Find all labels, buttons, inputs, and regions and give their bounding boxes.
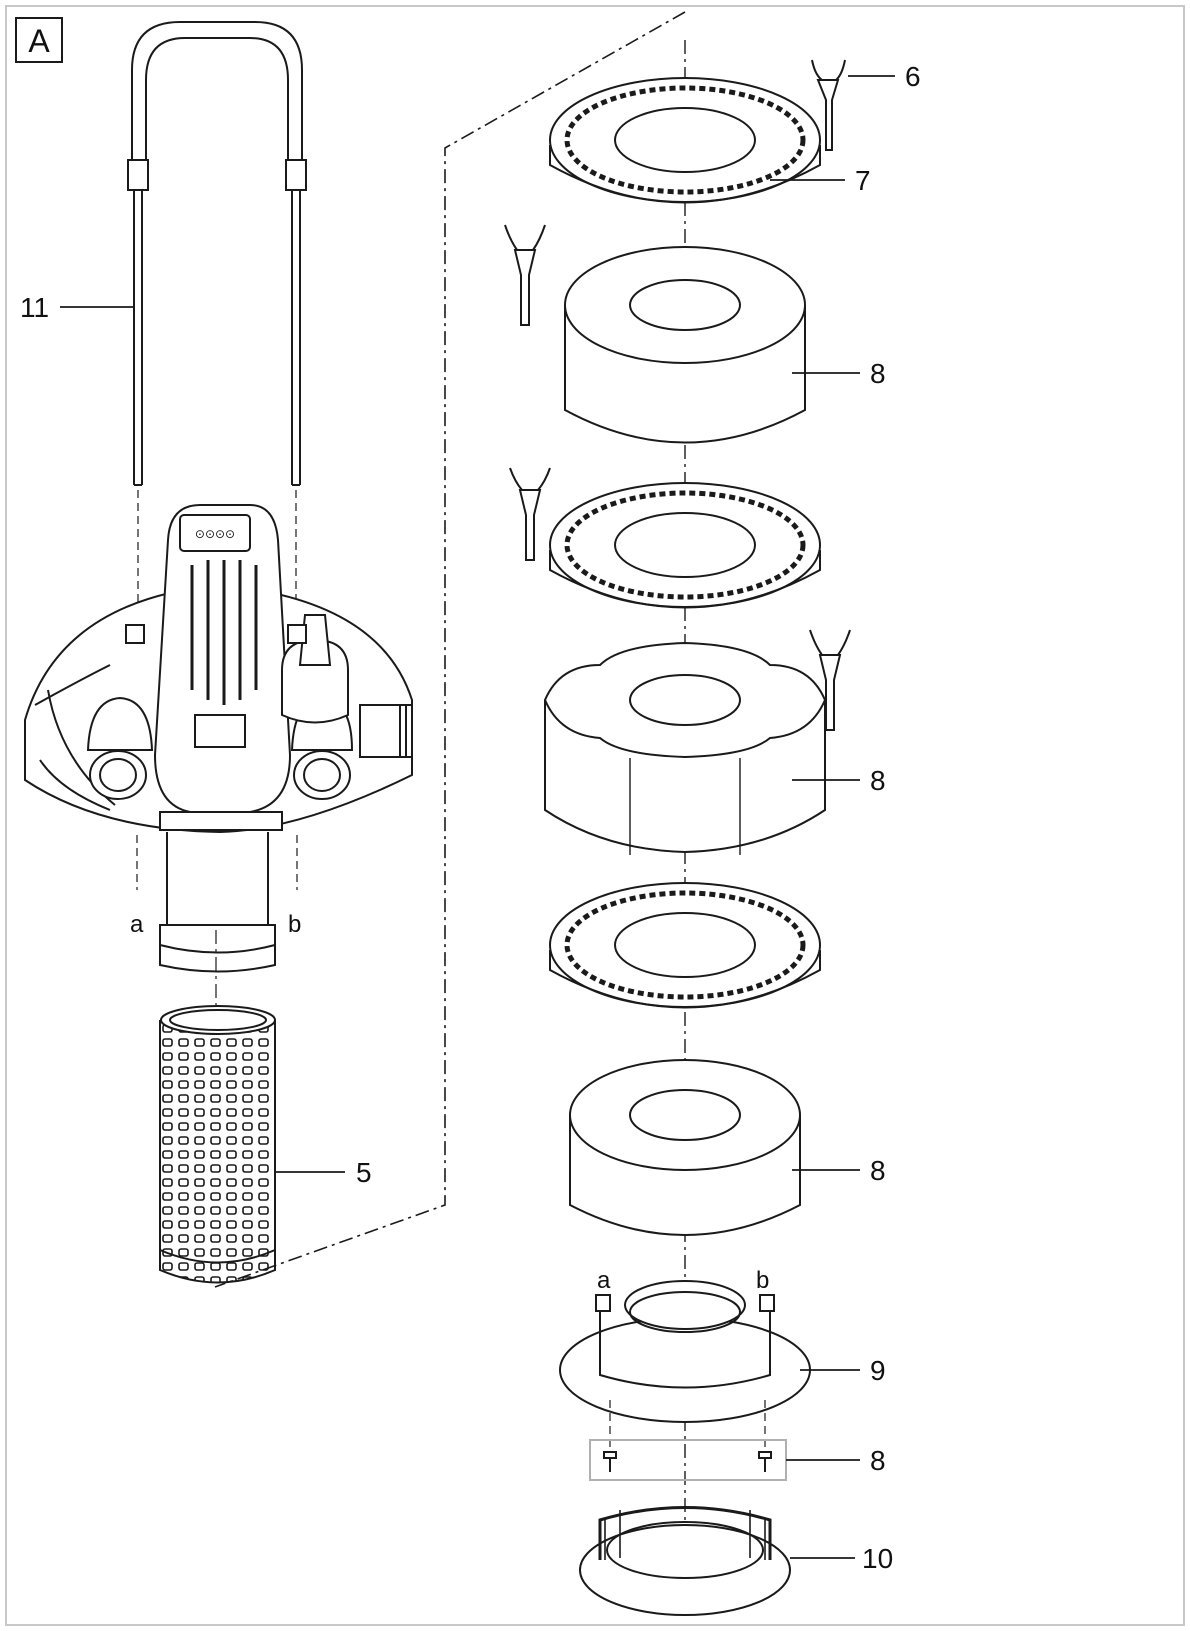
callout-6: 6 [905, 61, 921, 92]
grid-ring-lower [549, 882, 821, 1009]
callout-5: 5 [356, 1157, 372, 1188]
mark-b-left: b [288, 911, 301, 938]
grid-ring-middle [549, 482, 821, 609]
foam-block-lower [569, 1059, 801, 1236]
callout-11: 11 [20, 292, 49, 323]
panel-letter: A [28, 23, 50, 59]
callout-8-screws: 8 [870, 1445, 886, 1476]
callout-8-lower: 8 [870, 1155, 886, 1186]
panel-letter-box: A [15, 17, 63, 63]
callout-7: 7 [855, 165, 871, 196]
mark-b-right: b [756, 1267, 769, 1294]
pump-tube [159, 832, 276, 973]
screw-group-box [589, 1439, 787, 1481]
clip-6 [811, 59, 846, 151]
strainer-basket [159, 1005, 276, 1284]
mark-a-right: a [597, 1267, 611, 1294]
callout-8-middle: 8 [870, 765, 886, 796]
foam-block-middle [543, 641, 827, 855]
mark-a-left: a [130, 911, 144, 938]
grid-ring-top [549, 77, 821, 204]
clip-left-middle [509, 467, 551, 561]
clip-right-middle [809, 629, 851, 731]
base-plate [559, 1280, 811, 1423]
callout-9: 9 [870, 1355, 886, 1386]
seal-ring [579, 1506, 791, 1616]
foam-block-top [564, 246, 806, 444]
screws [603, 1451, 772, 1472]
handle-assembly [127, 21, 307, 486]
clip-left-upper [504, 224, 546, 326]
callout-8-top: 8 [870, 358, 886, 389]
separator-line [214, 11, 686, 1288]
figure-frame [5, 5, 1185, 1626]
pump-body: ⊙⊙⊙⊙ [24, 504, 413, 834]
pump-panel-indicator: ⊙⊙⊙⊙ [195, 527, 235, 541]
callout-10: 10 [862, 1543, 893, 1574]
